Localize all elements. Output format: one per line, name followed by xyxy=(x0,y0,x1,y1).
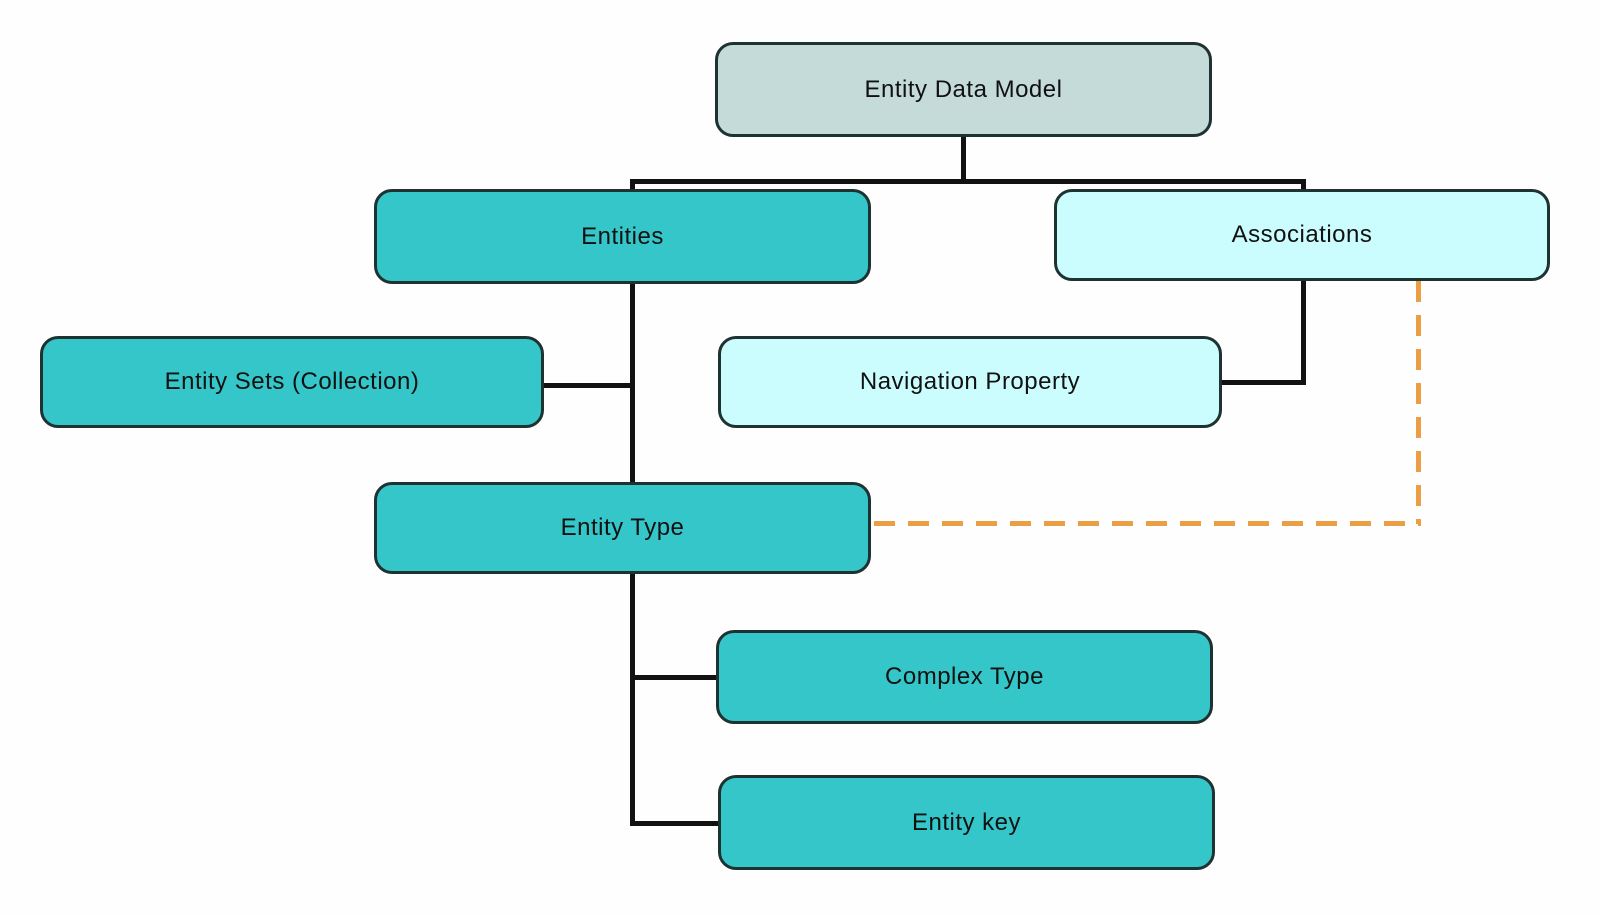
node-entity-key-label: Entity key xyxy=(911,808,1022,836)
dashed-connector-associations-down xyxy=(1416,281,1421,524)
connector-entitytype-down xyxy=(630,572,635,826)
connector-associations-down xyxy=(1301,279,1306,385)
connector-edm-drop xyxy=(961,135,966,184)
connector-rail-to-associations xyxy=(1301,179,1306,193)
node-entity-sets-label: Entity Sets (Collection) xyxy=(164,368,420,395)
node-entities-label: Entities xyxy=(581,222,664,250)
connector-branch-navproperty xyxy=(1220,380,1306,385)
connector-branch-entitysets xyxy=(544,383,632,388)
node-associations-label: Associations xyxy=(1231,221,1373,248)
node-entity-sets: Entity Sets (Collection) xyxy=(40,336,544,428)
node-navigation-property-label: Navigation Property xyxy=(859,368,1081,395)
node-entity-type-label: Entity Type xyxy=(560,514,685,541)
connector-top-rail xyxy=(630,179,1306,184)
node-complex-type-label: Complex Type xyxy=(885,663,1044,690)
node-complex-type: Complex Type xyxy=(716,630,1213,724)
node-entity-data-model: Entity Data Model xyxy=(715,42,1212,137)
node-entity-type: Entity Type xyxy=(374,482,871,574)
connector-entities-to-entitytype xyxy=(630,282,635,484)
node-entity-key: Entity key xyxy=(718,775,1215,870)
node-entities: Entities xyxy=(374,189,871,284)
node-entity-data-model-label: Entity Data Model xyxy=(864,75,1063,103)
node-navigation-property: Navigation Property xyxy=(718,336,1222,428)
connector-branch-entitykey xyxy=(632,821,720,826)
node-associations: Associations xyxy=(1054,189,1550,281)
connector-branch-complextype xyxy=(632,675,718,680)
connector-rail-to-entities xyxy=(630,179,635,193)
dashed-connector-entitytype-to-associations xyxy=(874,521,1421,526)
